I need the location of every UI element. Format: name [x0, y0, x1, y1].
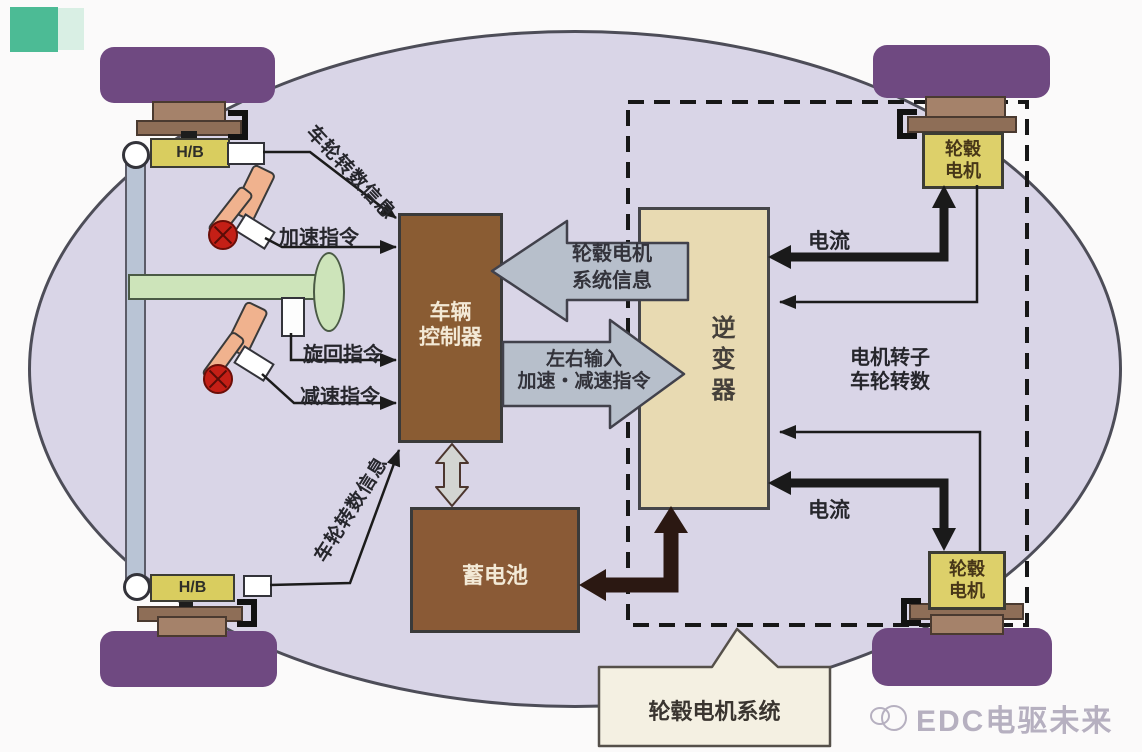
steering-column: [125, 158, 146, 582]
steering-shaft: [128, 274, 326, 300]
system-callout-label: 轮毂电机系统: [648, 699, 781, 724]
hub-motor-bottom-label-line2: 电机: [949, 580, 985, 601]
hub-bottom-right: [930, 614, 1004, 635]
vehicle-controller-box: [398, 213, 503, 443]
accel-pivot-icon: [208, 220, 238, 250]
steering-sensor: [281, 297, 305, 337]
hub-plate-top-right: [907, 116, 1017, 133]
hydraulic-brake-unit-bottom: H/B: [150, 574, 235, 602]
hub-motor-top-label-line2: 电机: [945, 160, 981, 181]
inverter-label: 逆变器: [707, 314, 734, 408]
system-info-arrow-label: 轮毂电机 系统信息: [572, 243, 652, 292]
watermark: EDC电驱未来: [868, 696, 1113, 740]
hub-stem-top-left: [181, 131, 197, 141]
hub-motor-bottom-label-line1: 轮毂: [949, 558, 985, 579]
vehicle-controller-label: 车辆 控制器: [419, 301, 482, 349]
caliper-bottom-right-icon: [901, 598, 921, 626]
front-knuckle-joint: [122, 141, 150, 169]
drive-command-arrow-label: 左右输入 加速・减速指令: [517, 349, 651, 392]
slide-logo-green-block: [10, 7, 58, 52]
steering-wheel: [313, 252, 345, 332]
rear-knuckle-joint: [123, 573, 151, 601]
hub-motor-box-bottom: 轮毂 电机: [928, 551, 1006, 610]
slide-logo-light-block: [58, 8, 84, 50]
hub-motor-top-label-line1: 轮毂: [945, 138, 981, 159]
hub-motor-box-top: 轮毂 电机: [922, 132, 1004, 189]
hub-bottom-left: [157, 616, 227, 637]
caliper-top-left-icon: [228, 110, 248, 140]
battery-label: 蓄电池: [461, 563, 528, 588]
current-label-top: 电流: [808, 230, 850, 253]
caliper-bottom-left-icon: [237, 599, 257, 627]
wheel-top-right: [873, 45, 1050, 98]
turn-command-label: 旋回指令: [303, 344, 383, 366]
decel-command-label: 减速指令: [300, 386, 380, 408]
battery-box: [410, 507, 580, 633]
watermark-cloud-icon: [868, 699, 912, 737]
watermark-text: EDC电驱未来: [916, 705, 1114, 738]
wheel-top-left: [100, 47, 275, 103]
brake-pivot-icon: [203, 364, 233, 394]
wheel-speed-sensor-bottom: [243, 575, 272, 597]
rotor-speed-label: 电机转子 车轮转数: [850, 347, 930, 393]
accel-command-label: 加速指令: [279, 227, 359, 249]
wheel-bottom-right: [872, 628, 1052, 686]
wheel-bottom-left: [100, 631, 277, 687]
current-label-bottom: 电流: [808, 499, 850, 522]
hydraulic-brake-unit-top: H/B: [150, 138, 230, 168]
wheel-speed-sensor-top: [227, 142, 265, 165]
caliper-top-right-icon: [897, 109, 917, 139]
